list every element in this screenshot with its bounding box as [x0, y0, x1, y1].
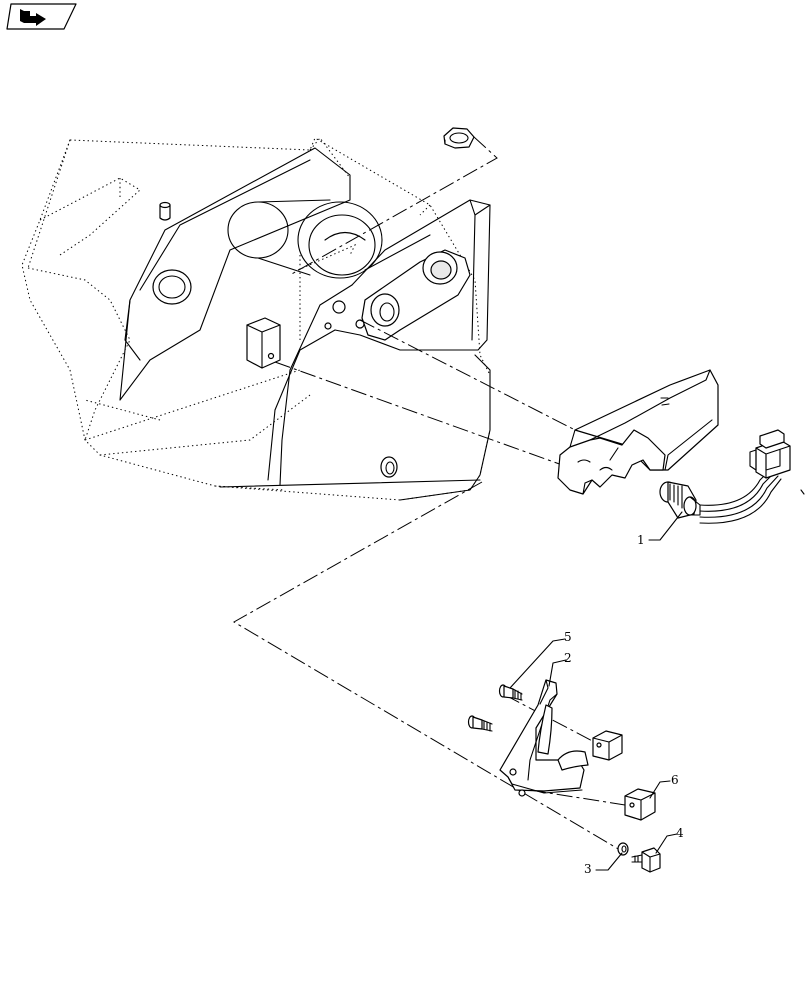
- callout-labels: 1 2 3 4 5 6: [564, 533, 684, 876]
- assembly-centerlines: [233, 136, 626, 851]
- callout-5: 5: [564, 630, 572, 644]
- cap-screw-upper: [498, 684, 523, 701]
- callout-6: 6: [671, 773, 679, 787]
- square-nut-upper: [592, 730, 623, 761]
- corner-mark: [800, 489, 805, 495]
- callout-1: 1: [637, 533, 645, 547]
- page-nav-badge[interactable]: [6, 3, 77, 30]
- position-sensor-assembly: [557, 369, 791, 524]
- flat-washer: [617, 842, 629, 856]
- square-nut-lower: [624, 788, 656, 821]
- callout-leaders: [509, 511, 683, 871]
- page-flip-arrow-icon: [20, 9, 46, 26]
- harness-connector: [749, 429, 791, 479]
- callout-4: 4: [676, 826, 684, 840]
- hex-nut: [443, 127, 475, 149]
- frame-stud: [159, 201, 171, 221]
- lift-arm-plate: [219, 199, 491, 501]
- hex-bolt: [631, 847, 661, 873]
- frame-mount-block: [246, 317, 281, 369]
- callout-2: 2: [564, 651, 572, 665]
- frame-drum: [227, 199, 383, 340]
- loader-frame-phantom: [21, 137, 491, 501]
- sensor-threaded-body: [659, 481, 701, 519]
- mounting-bracket: [499, 679, 589, 797]
- callout-3: 3: [584, 862, 592, 876]
- cap-screw-lower: [467, 715, 493, 732]
